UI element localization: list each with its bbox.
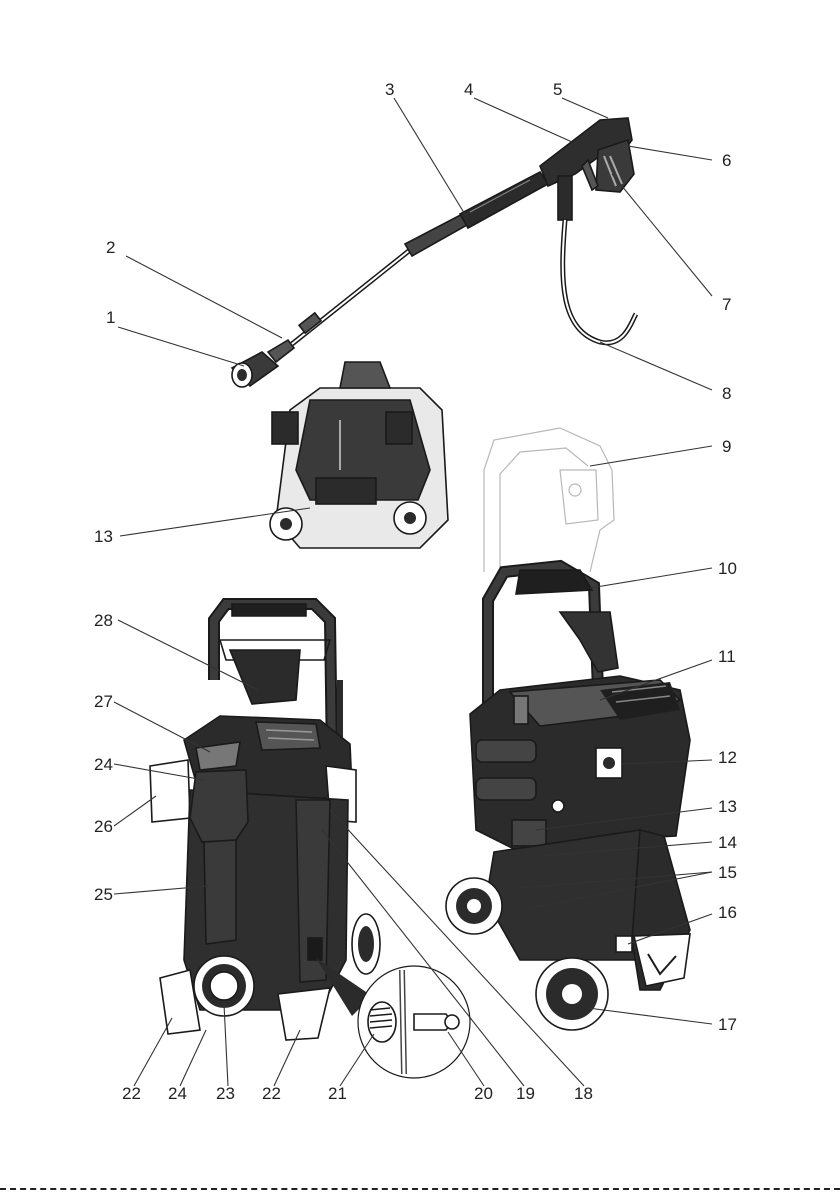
- callout-8: 8: [722, 384, 731, 403]
- callout-25: 25: [94, 885, 113, 904]
- callout-23: 23: [216, 1084, 235, 1103]
- callout-22-left: 22: [122, 1084, 141, 1103]
- callout-15: 15: [718, 863, 737, 882]
- callout-4: 4: [464, 80, 473, 99]
- callout-17: 17: [718, 1015, 737, 1034]
- callout-26: 26: [94, 817, 113, 836]
- callout-16: 16: [718, 903, 737, 922]
- callout-10: 10: [718, 559, 737, 578]
- callout-9: 9: [722, 437, 731, 456]
- nozzle-cap: [232, 340, 294, 387]
- callout-24: 24: [94, 755, 113, 774]
- callout-12: 12: [718, 748, 737, 767]
- callout-13-top: 13: [94, 527, 113, 546]
- callout-1: 1: [106, 308, 115, 327]
- inlet-connector-detail: [358, 966, 470, 1078]
- pressure-washer-top-view: [270, 362, 448, 548]
- callout-24-bottom: 24: [168, 1084, 187, 1103]
- callout-18: 18: [574, 1084, 593, 1103]
- pressure-washer-rear-view: [150, 604, 380, 1040]
- callout-27: 27: [94, 692, 113, 711]
- callout-13: 13: [718, 797, 737, 816]
- callout-22-right: 22: [262, 1084, 281, 1103]
- callout-11: 11: [718, 647, 736, 666]
- callout-20: 20: [474, 1084, 493, 1103]
- page-bottom-border: [0, 1188, 840, 1190]
- callout-3: 3: [385, 80, 394, 99]
- callout-28: 28: [94, 611, 113, 630]
- callout-6: 6: [722, 151, 731, 170]
- callout-5: 5: [553, 80, 562, 99]
- spray-gun-with-lance: [232, 118, 636, 387]
- callout-14: 14: [718, 833, 737, 852]
- pressure-washer-front-view: [446, 566, 690, 1030]
- callout-19: 19: [516, 1084, 535, 1103]
- callout-2: 2: [106, 238, 115, 257]
- callout-21: 21: [328, 1084, 347, 1103]
- extended-handle-ghost: [484, 428, 614, 572]
- callout-7: 7: [722, 295, 731, 314]
